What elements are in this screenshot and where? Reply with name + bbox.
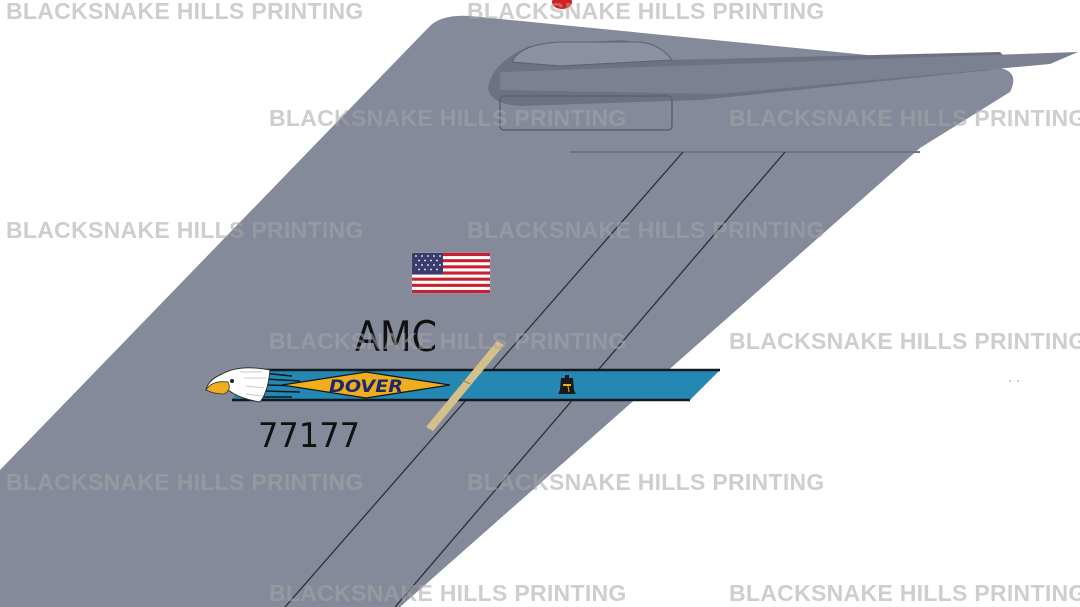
eagle-head-icon: [205, 367, 271, 403]
stray-marks: [1009, 380, 1019, 382]
stabilizer-fairing: [499, 95, 673, 131]
base-name-label: DOVER: [329, 377, 403, 397]
us-flag-icon: [411, 252, 491, 294]
stabilizer-highlight: [511, 41, 673, 67]
formation-light-strip: [426, 341, 504, 431]
formation-light-divider: [461, 379, 471, 385]
serial-number: 77177: [258, 416, 360, 456]
tail-fin: [0, 15, 1014, 607]
beacon-light: [552, 0, 572, 9]
liberty-bell-icon: [558, 375, 576, 394]
horizontal-stabilizer: [500, 52, 1078, 94]
command-label: AMC: [355, 312, 437, 361]
base-diamond: [281, 371, 451, 399]
